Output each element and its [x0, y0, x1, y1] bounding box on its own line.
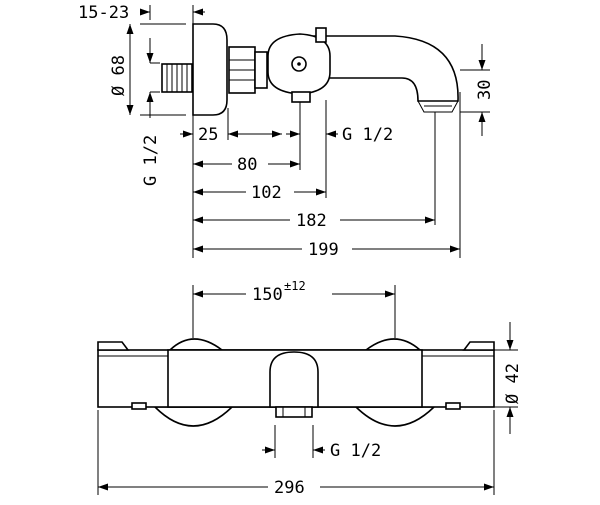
label-body-dia: Ø 42 [503, 363, 523, 404]
label-spout-height: 30 [475, 80, 495, 100]
left-handle-cap [97, 341, 147, 410]
label-25: 25 [198, 125, 218, 145]
right-handle-cap [445, 341, 495, 410]
side-extension-lines [140, 5, 490, 258]
dim-total-width: 296 [98, 478, 494, 498]
dim-wall-offset: 15-23 [78, 3, 205, 23]
wall-rosette [192, 23, 228, 116]
label-centers-base: 150 [252, 285, 283, 305]
label-outlet-thread-front: G 1/2 [330, 441, 381, 461]
dim-spout-height: 30 [475, 44, 495, 136]
left-rosette [153, 338, 234, 427]
dim-25: 25 [180, 125, 282, 145]
spout-aerator [417, 100, 459, 113]
label-102: 102 [251, 183, 282, 203]
dim-182: 182 [193, 211, 435, 231]
label-outlet-thread-side: G 1/2 [342, 125, 393, 145]
union-nut [228, 46, 268, 94]
right-rosette [354, 338, 436, 427]
label-199: 199 [308, 240, 339, 260]
label-rosette-dia: Ø 68 [109, 55, 129, 96]
dim-rosette-dia: Ø 68 [109, 24, 134, 115]
label-wall-offset: 15-23 [78, 3, 129, 23]
wall-connector [161, 63, 193, 93]
dim-199: 199 [193, 240, 460, 260]
diverter-knob [267, 27, 331, 103]
dim-outlet-front: G 1/2 [262, 441, 381, 461]
side-view: 15-23 Ø 68 G 1/2 25 [78, 3, 495, 260]
label-total-width: 296 [274, 478, 305, 498]
dim-connection: G 1/2 [141, 38, 161, 186]
front-view: 150 ±12 Ø 42 G 1/2 296 [97, 279, 523, 498]
label-182: 182 [296, 211, 327, 231]
spout [298, 35, 459, 102]
dim-102: 102 [193, 183, 326, 203]
label-connection-thread: G 1/2 [141, 135, 161, 186]
label-80: 80 [237, 155, 257, 175]
dim-outlet-side: G 1/2 [286, 125, 393, 145]
dim-80: 80 [193, 155, 300, 175]
dim-centers: 150 ±12 [193, 279, 395, 305]
dim-body-dia: Ø 42 [503, 322, 523, 434]
label-centers-tolerance: ±12 [284, 279, 306, 293]
spout-front [269, 351, 319, 418]
